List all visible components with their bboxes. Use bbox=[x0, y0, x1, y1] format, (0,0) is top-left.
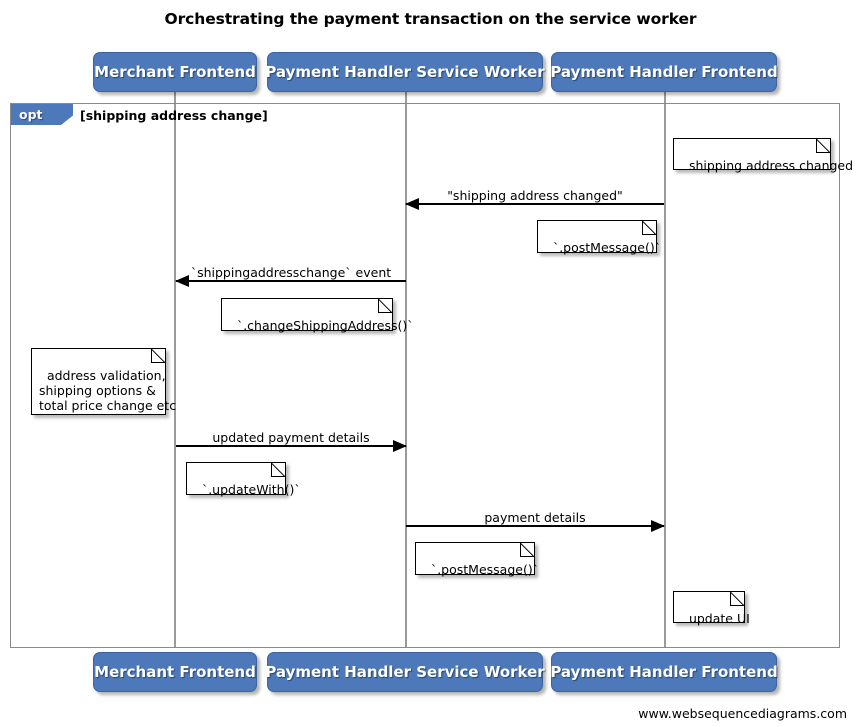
message-arrow-payment-details bbox=[406, 520, 665, 532]
note-update-ui: update UI bbox=[673, 591, 750, 626]
arrowhead-left-icon bbox=[175, 275, 189, 287]
note-fold-line-icon bbox=[642, 220, 657, 235]
note-update-with-text: `.updateWith()` bbox=[201, 482, 301, 497]
footer-credit-link[interactable]: www.websequencediagrams.com bbox=[638, 706, 847, 721]
note-fold-line-icon bbox=[151, 348, 166, 363]
note-fold-line-icon bbox=[378, 298, 393, 313]
opt-fragment-operator-label: opt bbox=[11, 104, 73, 125]
actor-footer-payment-handler-frontend-label: Payment Handler Frontend bbox=[550, 663, 778, 681]
message-arrow-updated-payment-details bbox=[176, 440, 407, 452]
message-arrow-shipping-address-changed bbox=[405, 198, 664, 210]
note-post-message-1-text: `.postMessage()` bbox=[552, 240, 661, 255]
note-update-ui-text: update UI bbox=[688, 611, 750, 626]
actor-header-payment-handler-service-worker[interactable]: Payment Handler Service Worker bbox=[265, 52, 545, 92]
actor-header-payment-handler-frontend-label: Payment Handler Frontend bbox=[550, 63, 778, 81]
actor-footer-merchant-frontend-label: Merchant Frontend bbox=[94, 663, 256, 681]
opt-fragment-guard-label: [shipping address change] bbox=[80, 108, 268, 123]
arrowhead-right-icon bbox=[651, 520, 665, 532]
message-label-shippingaddresschange-event: `shippingaddresschange` event bbox=[190, 265, 392, 280]
actor-header-payment-handler-frontend[interactable]: Payment Handler Frontend bbox=[550, 52, 778, 92]
note-fold-line-icon bbox=[271, 462, 286, 477]
actor-footer-payment-handler-frontend[interactable]: Payment Handler Frontend bbox=[550, 652, 778, 692]
note-shipping-address-changed: shipping address changed bbox=[673, 138, 853, 173]
note-change-shipping-address: `.changeShippingAddress()` bbox=[221, 298, 414, 333]
note-post-message-2-text: `.postMessage()` bbox=[430, 562, 539, 577]
message-arrow-shippingaddresschange-event bbox=[175, 275, 406, 287]
actor-footer-payment-handler-service-worker[interactable]: Payment Handler Service Worker bbox=[265, 652, 545, 692]
note-shipping-address-changed-text: shipping address changed bbox=[688, 158, 854, 173]
actor-footer-payment-handler-service-worker-label: Payment Handler Service Worker bbox=[265, 663, 545, 681]
page-title: Orchestrating the payment transaction on… bbox=[164, 10, 697, 28]
note-fold-line-icon bbox=[520, 542, 535, 557]
actor-header-payment-handler-service-worker-label: Payment Handler Service Worker bbox=[265, 63, 545, 81]
lifeline-merchant-frontend bbox=[174, 92, 176, 648]
message-label-payment-details: payment details bbox=[484, 510, 586, 525]
message-line bbox=[406, 203, 664, 205]
message-label-shipping-address-changed: "shipping address changed" bbox=[447, 188, 623, 203]
message-line bbox=[176, 280, 406, 282]
message-label-updated-payment-details: updated payment details bbox=[212, 430, 370, 445]
opt-fragment-frame bbox=[10, 103, 840, 648]
actor-header-merchant-frontend[interactable]: Merchant Frontend bbox=[93, 52, 257, 92]
message-line bbox=[176, 445, 406, 447]
lifeline-payment-handler-frontend bbox=[664, 92, 666, 648]
actor-footer-merchant-frontend[interactable]: Merchant Frontend bbox=[93, 652, 257, 692]
note-address-validation-text: address validation, shipping options & t… bbox=[39, 368, 177, 413]
arrowhead-right-icon bbox=[393, 440, 407, 452]
lifeline-payment-handler-service-worker bbox=[405, 92, 407, 648]
note-address-validation: address validation, shipping options & t… bbox=[31, 348, 176, 415]
note-change-shipping-address-text: `.changeShippingAddress()` bbox=[236, 318, 414, 333]
note-fold-line-icon bbox=[730, 591, 745, 606]
actor-header-merchant-frontend-label: Merchant Frontend bbox=[94, 63, 256, 81]
message-line bbox=[406, 525, 664, 527]
note-fold-line-icon bbox=[816, 138, 831, 153]
note-post-message-2: `.postMessage()` bbox=[415, 542, 539, 577]
arrowhead-left-icon bbox=[405, 198, 419, 210]
note-update-with: `.updateWith()` bbox=[186, 462, 301, 497]
note-post-message-1: `.postMessage()` bbox=[537, 220, 661, 255]
